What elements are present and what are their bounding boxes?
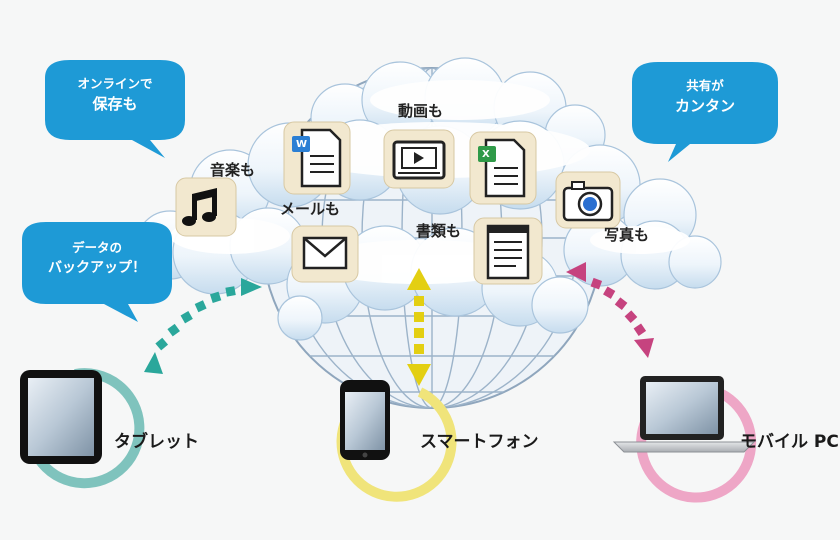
- label-video: 動画も: [398, 102, 444, 120]
- bubble-online-line1: オンラインで: [77, 76, 153, 91]
- label-mail: メールも: [280, 200, 341, 218]
- mobile-pc-ring: [636, 389, 757, 503]
- word-badge-letter: W: [296, 139, 308, 150]
- bubble-online-line2: 保存も: [92, 94, 138, 113]
- bubble-share-line2: カンタン: [674, 96, 735, 115]
- excel-badge-letter: X: [482, 149, 490, 160]
- tablet-sync-arrow: [144, 278, 262, 374]
- bubble-online-text: オンラインで 保存も: [52, 76, 178, 113]
- video-player-icon: [383, 129, 455, 189]
- bubble-backup-line1: データの: [71, 240, 122, 255]
- label-tablet: タブレット: [114, 432, 199, 452]
- label-mobile-pc: モバイル PC: [740, 432, 839, 452]
- label-documents: 書類も: [416, 222, 462, 240]
- label-music: 音楽も: [210, 161, 256, 179]
- label-photo: 写真も: [604, 226, 650, 244]
- bubble-share-line1: 共有が: [686, 78, 724, 93]
- speech-bubble-backup: [22, 222, 172, 322]
- laptop-device: [612, 376, 756, 453]
- bubble-share-text: 共有が カンタン: [640, 78, 770, 115]
- speech-bubble-online: [45, 60, 185, 158]
- bubble-backup-text: データの バックアップ！: [26, 240, 168, 276]
- mail-envelope-icon: [291, 225, 359, 283]
- speech-bubble-share: [632, 62, 778, 162]
- music-icon: [175, 177, 237, 237]
- label-smartphone: スマートフォン: [420, 432, 539, 452]
- bubble-backup-line2: バックアップ！: [48, 259, 146, 276]
- excel-document-icon: [469, 131, 537, 205]
- smartphone-device: [340, 380, 390, 460]
- camera-icon: [555, 171, 621, 229]
- document-notes-icon: [473, 217, 543, 285]
- smartphone-sync-arrow: [407, 268, 431, 386]
- mobile-pc-sync-arrow: [566, 262, 654, 358]
- word-document-icon: [283, 121, 351, 195]
- tablet-device: [20, 370, 102, 464]
